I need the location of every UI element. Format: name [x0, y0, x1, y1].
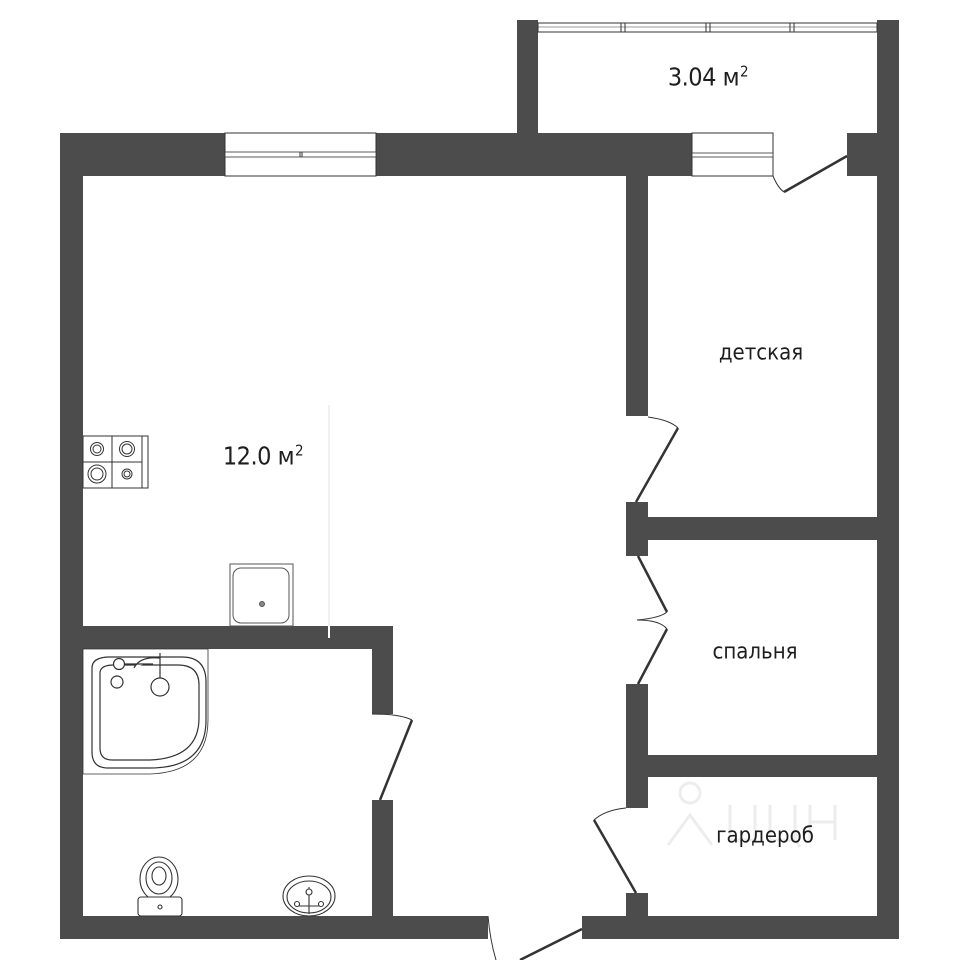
kitchen-area-unit: м [277, 441, 295, 471]
kitchen-sink-icon [229, 563, 294, 627]
kitchen-area-exp: 2 [295, 441, 304, 460]
kitchen-area-label: 12.0 м2 [222, 441, 304, 471]
wall-inner-lower [626, 684, 648, 808]
wall-top-left [60, 133, 225, 176]
wall-bottom-left [60, 916, 488, 939]
doors [371, 154, 848, 960]
door-wardrobe [592, 807, 638, 894]
window-balcony-door [691, 132, 774, 177]
wall-balcony-left [517, 20, 538, 133]
stove-icon [82, 435, 149, 489]
window-kitchen [224, 132, 377, 177]
toilet-icon [137, 856, 183, 917]
watermark-logo-icon [666, 781, 837, 848]
balcony-area-unit: м [722, 62, 740, 92]
wall-top-middle [376, 133, 693, 176]
door-balcony [772, 154, 848, 194]
wall-bottom-right [582, 916, 899, 939]
walls [60, 20, 899, 939]
room-label-kids: детская [718, 340, 804, 366]
room-label-wardrobe: гардероб [716, 823, 814, 849]
washbasin-icon [282, 875, 336, 917]
wall-partition-bedroom-wardrobe [648, 755, 877, 777]
wall-inner-pier-bottom [626, 893, 648, 916]
door-kids-room [634, 416, 680, 503]
wall-bathroom-top [83, 626, 393, 649]
door-bedroom [636, 555, 669, 685]
wall-inner-pier-mid [626, 502, 648, 556]
wall-bathroom-right-lower [372, 800, 393, 916]
wall-partition-kids-bedroom [648, 517, 877, 540]
balcony-area-label: 3.04 м2 [667, 62, 749, 92]
room-label-bedroom: спальня [712, 639, 798, 665]
kitchen-area-value: 12.0 [222, 441, 272, 471]
window-balcony-glazing [537, 22, 878, 33]
balcony-area-exp: 2 [740, 62, 749, 81]
wall-inner-upper [626, 176, 648, 416]
wall-right [877, 20, 899, 939]
corner-bathtub-icon [82, 648, 209, 775]
wall-left [60, 133, 83, 939]
door-entrance [487, 915, 583, 960]
door-bathroom [371, 713, 414, 801]
wall-pier-balcony-right [847, 133, 877, 176]
wall-bathroom-right-upper [372, 626, 393, 714]
balcony-area-value: 3.04 [667, 62, 717, 92]
